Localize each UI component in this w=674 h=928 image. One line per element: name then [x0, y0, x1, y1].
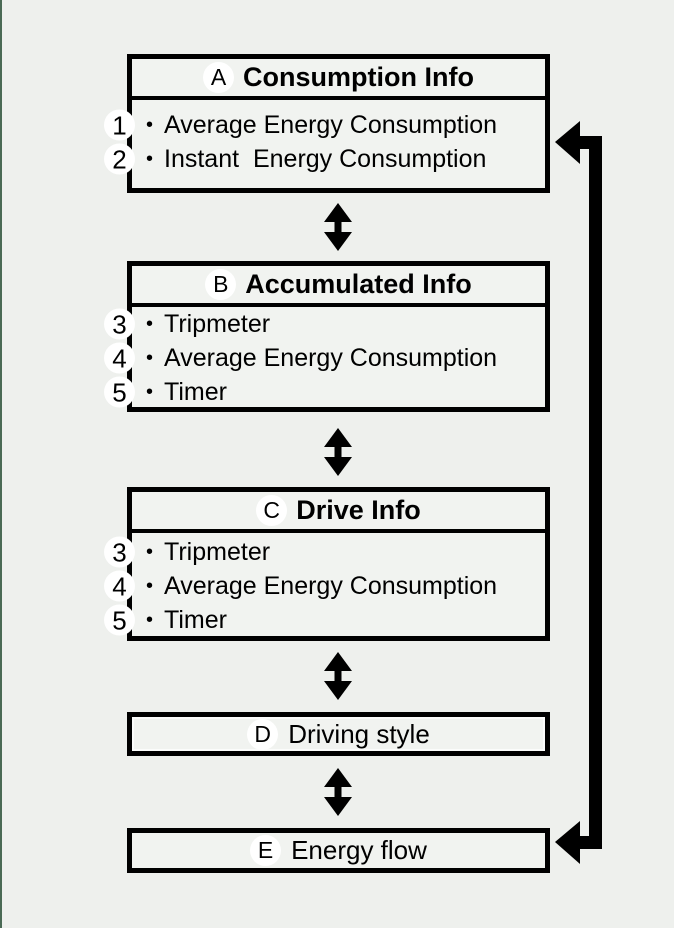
item-label: Average Energy Consumption	[164, 571, 498, 600]
menu-box-driving-style: D Driving style	[127, 712, 550, 756]
menu-box-accumulated-info: B Accumulated Info 3 • Tripmeter 4 • Ave…	[104, 261, 550, 412]
box-letter-badge: A	[203, 62, 235, 93]
item-number-badge: 5	[104, 376, 135, 408]
box-letter-badge: E	[250, 835, 282, 866]
menu-item: 5 • Timer	[104, 603, 545, 637]
bidirectional-arrow-icon	[324, 768, 352, 816]
return-arrow-icon	[555, 121, 602, 864]
bullet-icon: •	[146, 381, 154, 403]
menu-item: 2 • Instant Energy Consumption	[104, 142, 545, 176]
bidirectional-arrow-icon	[324, 428, 352, 476]
menu-item: 3 • Tripmeter	[104, 535, 545, 569]
menu-box-drive-info: C Drive Info 3 • Tripmeter 4 • Average E…	[104, 487, 550, 641]
item-number-badge: 1	[104, 109, 135, 141]
box-header: D Driving style	[132, 717, 545, 751]
box-title: Accumulated Info	[245, 269, 472, 299]
menu-item: 1 • Average Energy Consumption	[104, 108, 545, 142]
item-number-badge: 4	[104, 570, 135, 602]
box-header: B Accumulated Info	[132, 266, 545, 307]
item-number-badge: 3	[104, 536, 135, 568]
bullet-icon: •	[146, 148, 154, 170]
item-label: Tripmeter	[164, 309, 271, 338]
box-title: Drive Info	[296, 495, 421, 525]
item-label: Timer	[164, 605, 227, 634]
box-title: Driving style	[288, 718, 430, 749]
menu-box-energy-flow: E Energy flow	[127, 828, 550, 873]
menu-item: 3 • Tripmeter	[104, 307, 545, 341]
bullet-icon: •	[146, 313, 154, 335]
box-item-list: 1 • Average Energy Consumption 2 • Insta…	[104, 100, 545, 176]
menu-item: 4 • Average Energy Consumption	[104, 341, 545, 375]
menu-item: 5 • Timer	[104, 375, 545, 409]
box-letter-badge: B	[205, 269, 237, 300]
menu-box-consumption-info: A Consumption Info 1 • Average Energy Co…	[104, 54, 550, 193]
item-number-badge: 4	[104, 342, 135, 374]
bidirectional-arrow-icon	[324, 203, 352, 251]
bullet-icon: •	[146, 575, 154, 597]
page-edge-strip	[0, 0, 2, 928]
box-header: C Drive Info	[132, 492, 545, 533]
item-number-badge: 5	[104, 604, 135, 636]
bullet-icon: •	[146, 541, 154, 563]
item-label: Instant Energy Consumption	[164, 144, 487, 173]
bullet-icon: •	[146, 347, 154, 369]
item-label: Average Energy Consumption	[164, 343, 498, 372]
item-number-badge: 3	[104, 308, 135, 340]
box-title: Consumption Info	[243, 62, 474, 92]
box-header: A Consumption Info	[132, 59, 545, 100]
box-letter-badge: C	[256, 495, 288, 526]
item-number-badge: 2	[104, 143, 135, 175]
box-letter-badge: D	[247, 718, 279, 750]
box-item-list: 3 • Tripmeter 4 • Average Energy Consump…	[104, 533, 545, 637]
bullet-icon: •	[146, 114, 154, 136]
item-label: Tripmeter	[164, 537, 271, 566]
menu-item: 4 • Average Energy Consumption	[104, 569, 545, 603]
item-label: Average Energy Consumption	[164, 110, 498, 139]
bullet-icon: •	[146, 609, 154, 631]
item-label: Timer	[164, 377, 227, 406]
box-title: Energy flow	[291, 835, 427, 865]
bidirectional-arrow-icon	[324, 652, 352, 700]
box-item-list: 3 • Tripmeter 4 • Average Energy Consump…	[104, 307, 545, 409]
box-header: E Energy flow	[132, 833, 545, 868]
